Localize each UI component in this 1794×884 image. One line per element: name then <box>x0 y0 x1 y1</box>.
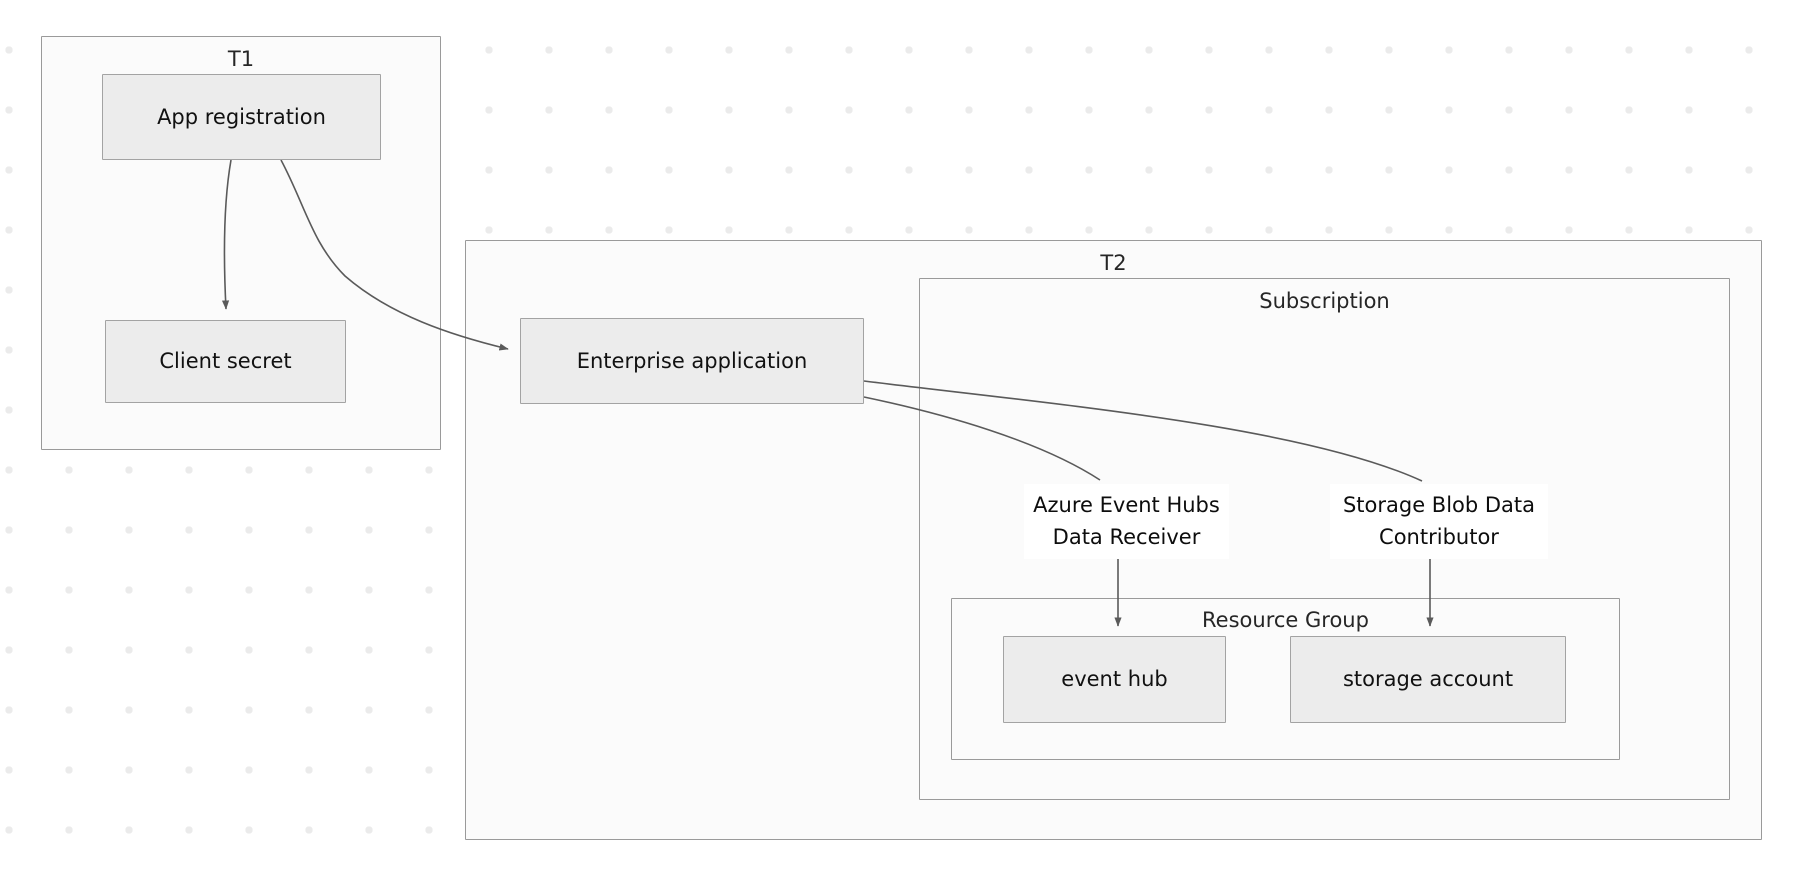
node-client-secret[interactable]: Client secret <box>105 320 346 403</box>
node-enterprise-application-label: Enterprise application <box>576 348 808 373</box>
edge-label-storage-role-text: Storage Blob Data Contributor <box>1342 492 1536 549</box>
node-storage-account[interactable]: storage account <box>1290 636 1566 723</box>
node-app-registration[interactable]: App registration <box>102 74 381 160</box>
node-event-hub[interactable]: event hub <box>1003 636 1226 723</box>
node-storage-account-label: storage account <box>1342 667 1514 692</box>
node-enterprise-application[interactable]: Enterprise application <box>520 318 864 404</box>
node-event-hub-label: event hub <box>1061 667 1168 692</box>
edge-label-storage-blob-data-contributor: Storage Blob Data Contributor <box>1330 484 1548 559</box>
cluster-t2-label: T2 <box>1100 251 1127 275</box>
cluster-subscription-label: Subscription <box>1259 289 1390 313</box>
edge-label-azure-event-hubs-data-receiver: Azure Event Hubs Data Receiver <box>1024 484 1229 559</box>
edge-label-eventhub-role-text: Azure Event Hubs Data Receiver <box>1033 492 1220 549</box>
node-client-secret-label: Client secret <box>159 349 292 374</box>
node-app-registration-label: App registration <box>157 104 326 129</box>
cluster-t1-label: T1 <box>227 47 255 71</box>
cluster-resource-group-label: Resource Group <box>1202 608 1369 632</box>
